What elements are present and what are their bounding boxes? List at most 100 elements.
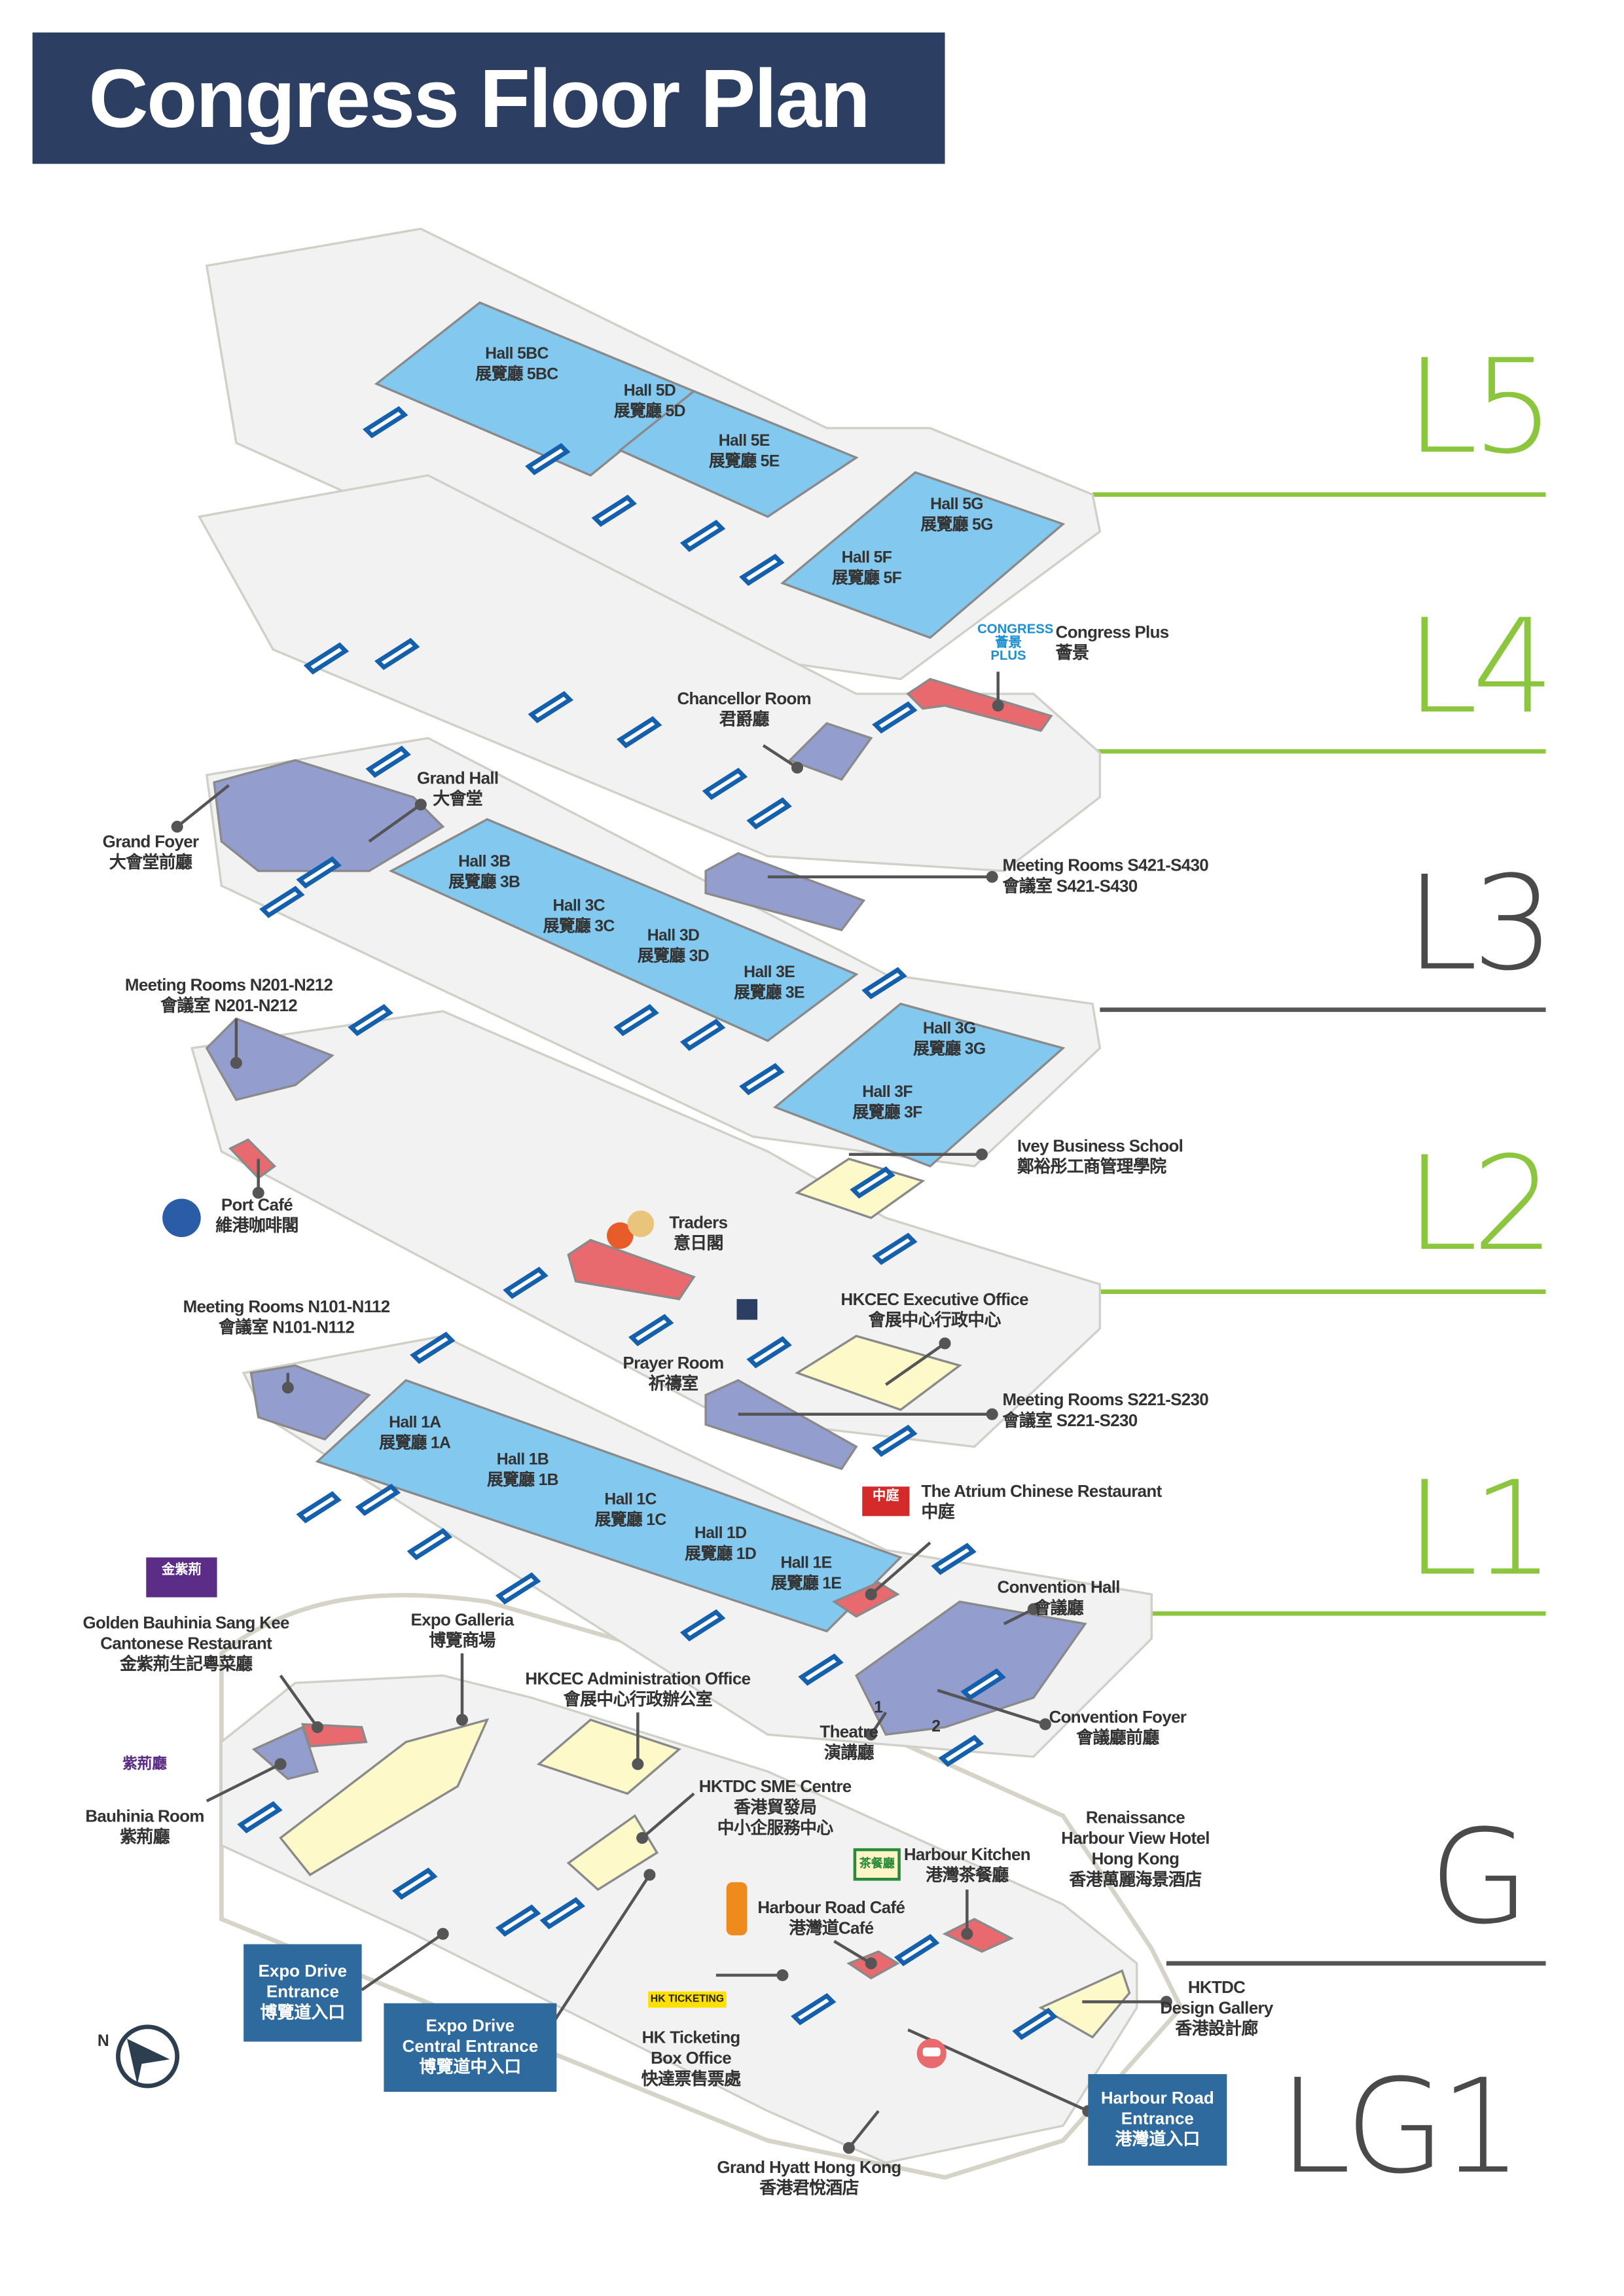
title-banner: Congress Floor Plan xyxy=(32,32,945,164)
escalator-icon xyxy=(850,1166,895,1199)
hall-5e-area xyxy=(618,389,859,518)
harbour-road-cafe-logo xyxy=(726,1882,748,1935)
floor-slab-g xyxy=(220,1674,1138,2164)
escalator-icon xyxy=(679,520,726,552)
congress-plus-logo: CONGRESS 薈景 PLUS xyxy=(977,621,1054,663)
leader-dot xyxy=(252,1187,264,1199)
leader-dot xyxy=(791,761,803,774)
leader-dot xyxy=(1027,1603,1039,1615)
escalator-icon xyxy=(931,1543,977,1575)
bauhinia-room-logo: 紫荊廳 xyxy=(122,1757,167,1773)
level-l4: L4 xyxy=(1405,590,1555,743)
leader-dot xyxy=(437,1928,449,1940)
escalator-icon xyxy=(237,1801,283,1834)
leader-dot xyxy=(1039,1718,1051,1731)
leader-dot xyxy=(865,1588,877,1600)
escalator-icon xyxy=(679,1609,726,1641)
leader-dot xyxy=(1160,1996,1172,2008)
escalator-icon xyxy=(791,1993,837,2026)
atrium-area xyxy=(831,1581,900,1618)
escalator-icon xyxy=(628,1314,674,1346)
escalator-icon xyxy=(406,1528,453,1560)
hall-5fg-area xyxy=(780,471,1066,639)
meeting-n101-area xyxy=(249,1364,371,1441)
escalator-icon xyxy=(525,442,571,476)
level-lg1: LG1 xyxy=(1278,2050,1523,2203)
escalator-icon xyxy=(872,1424,918,1457)
design-gallery-area xyxy=(1038,1969,1131,2039)
escalator-icon xyxy=(528,691,573,723)
leader-line xyxy=(848,2109,880,2149)
escalator-icon xyxy=(303,642,350,675)
escalator-icon xyxy=(503,1266,549,1299)
meeting-s221-area xyxy=(704,1378,858,1471)
escalator-icon xyxy=(355,1483,401,1516)
hall-3-area xyxy=(388,817,859,1043)
level-l2: L2 xyxy=(1405,1128,1555,1280)
leader-dot xyxy=(865,1957,877,1969)
traders-area xyxy=(567,1238,696,1300)
leader-dot xyxy=(274,1758,287,1770)
golden-bauhinia-logo: 金紫荊 xyxy=(146,1557,217,1598)
escalator-icon xyxy=(739,554,785,586)
escalator-icon xyxy=(746,797,792,830)
leader-line xyxy=(537,1874,651,2046)
leader-line xyxy=(279,1674,319,1729)
leader-line xyxy=(641,1792,695,1839)
hall-1-area xyxy=(315,1378,903,1633)
theatre-1-marker: 1 xyxy=(874,1699,884,1717)
leader-line xyxy=(176,784,230,828)
hk-ticketing-logo: HK TICKETING xyxy=(648,1991,727,2008)
escalator-icon xyxy=(365,745,411,778)
leader-dot xyxy=(776,1969,789,1981)
